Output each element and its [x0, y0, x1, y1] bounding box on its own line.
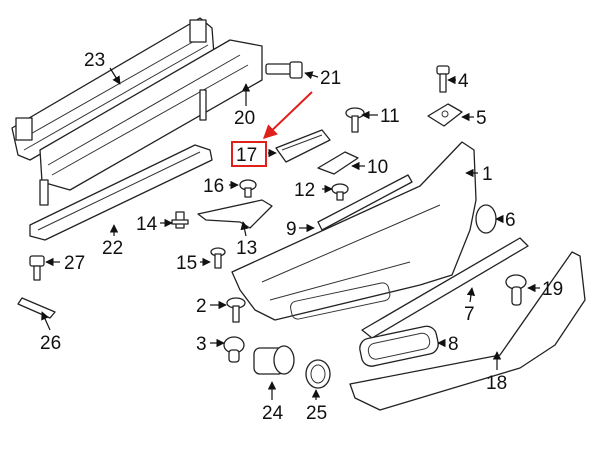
- part-5-clip-nut: [427, 103, 463, 127]
- part-15-screw: [210, 247, 226, 269]
- callout-26: 26: [40, 333, 61, 354]
- callout-labels: 23 21 4 20 11 5 17 10 1 16 12 9 6 14 22 …: [40, 50, 563, 424]
- part-25-sensor-ring: [305, 359, 331, 389]
- part-8-trim: [359, 325, 439, 367]
- callout-8: 8: [448, 334, 459, 355]
- callout-3: 3: [196, 334, 207, 355]
- part-17-bracket: [275, 129, 331, 163]
- part-3-clip: [223, 336, 245, 363]
- part-4-bolt: [436, 65, 450, 93]
- part-14-clip: [171, 211, 189, 229]
- part-10-bracket: [317, 151, 359, 175]
- callout-4: 4: [458, 71, 469, 92]
- leader-lines: [41, 67, 540, 400]
- part-20-carrier-beam: [39, 39, 263, 206]
- part-21-bolt: [265, 61, 303, 79]
- part-27-bolt: [29, 255, 45, 281]
- highlight-box: [231, 141, 267, 167]
- part-22-absorber: [29, 144, 213, 241]
- highlight-part-17: [231, 91, 313, 167]
- part-7-diffuser: [361, 237, 529, 339]
- callout-12: 12: [294, 180, 315, 201]
- part-19-clip: [505, 274, 527, 306]
- callout-27: 27: [64, 253, 85, 274]
- callout-18: 18: [486, 373, 507, 394]
- part-23-reinforcement-bar: [11, 17, 215, 161]
- part-9-strip: [317, 174, 413, 231]
- callout-1: 1: [482, 164, 493, 185]
- part-16-clip: [239, 179, 257, 198]
- callout-11: 11: [380, 106, 400, 127]
- callout-21: 21: [320, 68, 341, 89]
- callout-16: 16: [203, 176, 224, 197]
- callout-9: 9: [286, 219, 297, 240]
- callout-23: 23: [84, 50, 105, 71]
- part-1-bumper-cover: [231, 141, 477, 321]
- part-13-bracket: [197, 199, 273, 229]
- part-12-clip: [331, 183, 349, 201]
- callout-22: 22: [102, 238, 123, 259]
- callout-6: 6: [505, 210, 516, 231]
- part-18-lower-trim: [349, 251, 586, 411]
- callout-2: 2: [196, 296, 207, 317]
- part-11-screw: [345, 107, 365, 133]
- part-6-cap: [475, 204, 497, 234]
- callout-19: 19: [542, 279, 563, 300]
- callout-25: 25: [306, 403, 327, 424]
- callout-13: 13: [236, 238, 257, 259]
- callout-5: 5: [476, 108, 487, 129]
- part-26-pad: [17, 297, 56, 319]
- callout-14: 14: [136, 214, 158, 235]
- callout-7: 7: [464, 304, 475, 325]
- callout-17: 17: [236, 145, 257, 166]
- callout-24: 24: [262, 403, 284, 424]
- callout-20: 20: [234, 108, 255, 129]
- callout-10: 10: [367, 157, 388, 178]
- part-24-sensor: [253, 345, 295, 375]
- part-2-screw: [226, 297, 246, 323]
- callout-15: 15: [176, 253, 197, 274]
